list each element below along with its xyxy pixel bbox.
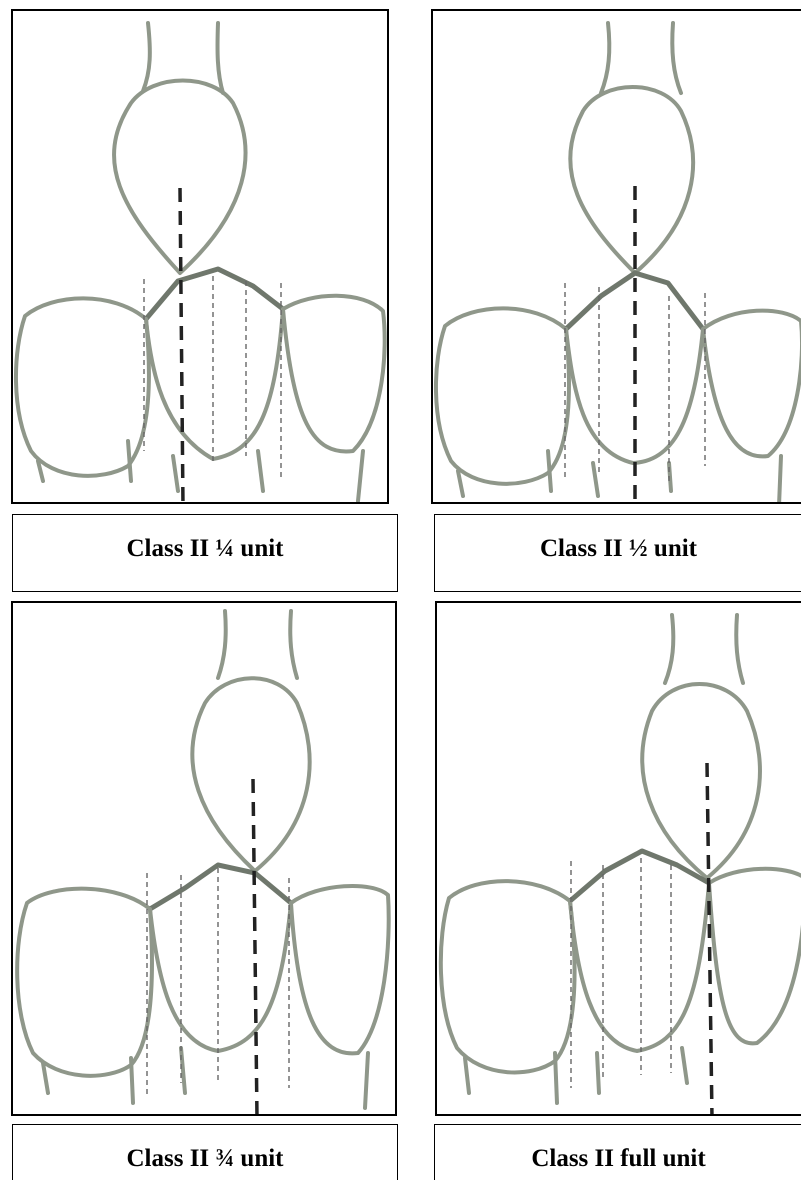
lower-tooth-guides — [144, 276, 281, 481]
caption-three-quarter-unit: Class II ¾ unit — [12, 1124, 398, 1180]
lower-teeth — [16, 269, 385, 501]
diagram-panel-full-unit — [435, 601, 801, 1116]
caption-half-unit: Class II ½ unit — [434, 514, 801, 592]
tooth-diagram-quarter-unit — [13, 11, 389, 504]
lower-teeth — [17, 865, 389, 1108]
lower-tooth-guides — [571, 858, 671, 1088]
caption-text: Class II ½ unit — [435, 535, 801, 563]
tooth-diagram-full-unit — [437, 603, 801, 1116]
caption-text: Class II ¼ unit — [13, 535, 397, 563]
lower-teeth — [441, 851, 801, 1103]
caption-text: Class II ¾ unit — [13, 1145, 397, 1173]
upper-canine — [642, 615, 760, 878]
diagram-panel-three-quarter-unit — [11, 601, 397, 1116]
caption-quarter-unit: Class II ¼ unit — [12, 514, 398, 592]
diagram-panel-half-unit — [431, 9, 801, 504]
upper-canine — [570, 23, 693, 273]
lower-tooth-guides — [147, 868, 289, 1098]
upper-canine-axis — [180, 188, 183, 504]
tooth-diagram-half-unit — [433, 11, 801, 504]
caption-text: Class II full unit — [435, 1145, 801, 1173]
tooth-diagram-three-quarter-unit — [13, 603, 397, 1116]
diagram-panel-quarter-unit — [11, 9, 389, 504]
upper-canine-axis — [253, 779, 257, 1116]
upper-canine — [192, 611, 309, 871]
lower-teeth — [436, 273, 801, 504]
caption-full-unit: Class II full unit — [434, 1124, 801, 1180]
upper-canine-axis — [707, 763, 712, 1116]
